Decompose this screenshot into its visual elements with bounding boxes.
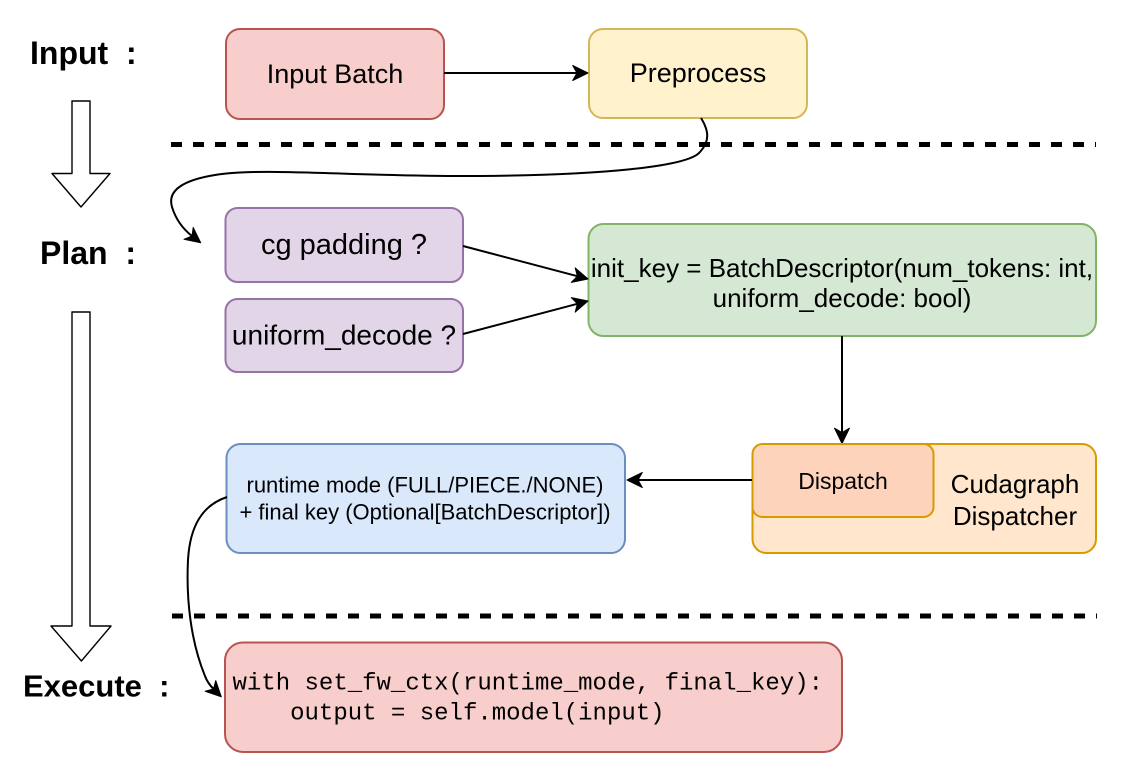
svg-text:Plan :: Plan : <box>40 235 136 271</box>
svg-text:runtime mode (FULL/PIECE./NONE: runtime mode (FULL/PIECE./NONE) <box>247 473 604 498</box>
svg-text:init_key = BatchDescriptor(num: init_key = BatchDescriptor(num_tokens: i… <box>591 253 1093 283</box>
svg-text:output = self.model(input): output = self.model(input) <box>233 701 665 728</box>
svg-text:Input Batch: Input Batch <box>267 59 404 89</box>
svg-text:uniform_decode: bool): uniform_decode: bool) <box>713 283 972 313</box>
svg-text:Execute :: Execute : <box>23 669 169 704</box>
svg-text:Dispatcher: Dispatcher <box>953 501 1078 531</box>
svg-text:Input :: Input : <box>30 35 137 71</box>
svg-text:Cudagraph: Cudagraph <box>951 469 1080 499</box>
svg-text:cg padding ?: cg padding ? <box>261 229 427 261</box>
svg-text:Dispatch: Dispatch <box>798 468 887 494</box>
svg-text:Preprocess: Preprocess <box>630 58 767 88</box>
svg-text:uniform_decode ?: uniform_decode ? <box>232 320 456 351</box>
svg-text:+ final key (Optional[BatchDes: + final key (Optional[BatchDescriptor]) <box>239 500 610 525</box>
svg-text:with set_fw_ctx(runtime_mode,: with set_fw_ctx(runtime_mode, final_key)… <box>233 671 824 698</box>
